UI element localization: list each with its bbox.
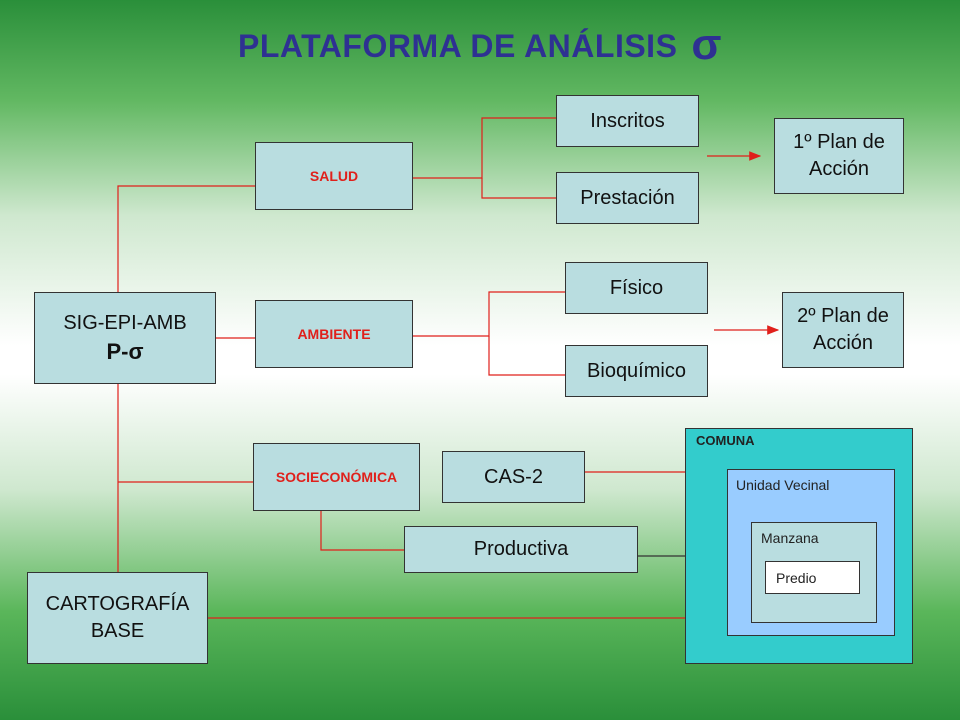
plan2-line2: Acción [812,332,874,354]
connector-sig-salud [117,185,255,292]
node-cas2: CAS-2 [442,451,585,503]
plan2-line1: 2º Plan de [797,305,889,327]
plan1-line2: Acción [808,158,870,180]
territory-unidad-vecinal: Unidad Vecinal Manzana Predio [727,469,895,636]
node-plan-accion-2: 2º Plan de Acción [782,292,904,368]
node-salud: SALUD [255,142,413,210]
manzana-label: Manzana [761,530,819,546]
connector-ambiente-branch [413,291,565,337]
node-inscritos: Inscritos [556,95,699,147]
unidad-vecinal-label: Unidad Vecinal [736,477,830,493]
page-title: PLATAFORMA DE ANÁLISIS σ [0,20,960,70]
node-ambiente: AMBIENTE [255,300,413,368]
territory-manzana: Manzana Predio [751,522,877,623]
connector-salud-prestacion [481,178,556,199]
node-cartografia-base: CARTOGRAFÍA BASE [27,572,208,664]
node-socioeconomica: SOCIECONÓMICA [253,443,420,511]
node-sig-line1: SIG-EPI-AMB [63,311,187,334]
connector-ambiente-bioquimico [488,336,565,376]
connector-socio-productiva [320,510,404,551]
connector-salud-branch [413,117,556,179]
node-fisico: Físico [565,262,708,314]
node-sig-epi-amb: SIG-EPI-AMB P-σ [34,292,216,384]
node-sig-line2: P-σ [106,338,144,364]
node-prestacion: Prestación [556,172,699,224]
title-sigma: σ [691,20,723,69]
node-plan-accion-1: 1º Plan de Acción [774,118,904,194]
node-productiva: Productiva [404,526,638,573]
territory-comuna: COMUNA Unidad Vecinal Manzana Predio [685,428,913,664]
predio-label: Predio [776,570,817,586]
title-text: PLATAFORMA DE ANÁLISIS [237,28,678,64]
node-cartografia-line2: BASE [90,620,145,642]
plan1-line1: 1º Plan de [793,131,885,153]
territory-predio: Predio [765,561,860,594]
node-cartografia-line1: CARTOGRAFÍA [45,593,190,615]
node-bioquimico: Bioquímico [565,345,708,397]
comuna-label: COMUNA [696,433,755,448]
